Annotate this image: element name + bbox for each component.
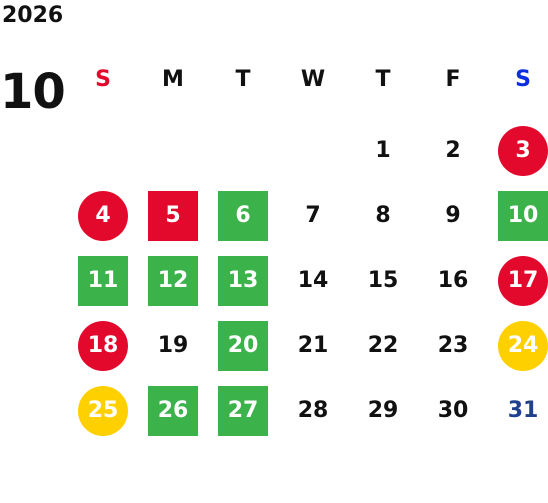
day-number: 30	[437, 398, 469, 423]
calendar-day: 28	[278, 378, 348, 443]
day-number: 18	[78, 320, 128, 371]
day-number: 23	[437, 333, 469, 358]
day-number: 29	[367, 398, 399, 423]
day-number: 17	[498, 255, 548, 306]
day-number: 5	[148, 190, 198, 241]
weekday-header: W	[300, 67, 326, 92]
day-number: 16	[437, 268, 469, 293]
calendar-day: 2	[418, 118, 488, 183]
calendar-day: 20	[208, 313, 278, 378]
day-number: 3	[498, 125, 548, 176]
day-number: 26	[148, 385, 198, 436]
day-number: 19	[157, 333, 189, 358]
calendar-day: 8	[348, 183, 418, 248]
day-number: 12	[148, 255, 198, 306]
calendar-day: 22	[348, 313, 418, 378]
day-number: 25	[78, 385, 128, 436]
day-number: 27	[218, 385, 268, 436]
calendar-day: 12	[138, 248, 208, 313]
calendar-day: 25	[68, 378, 138, 443]
calendar-day: 16	[418, 248, 488, 313]
day-number: 4	[78, 190, 128, 241]
calendar-day: 1	[348, 118, 418, 183]
calendar-day: 13	[208, 248, 278, 313]
year-label: 2026	[2, 3, 64, 28]
calendar-day: 10	[488, 183, 548, 248]
day-number: 21	[297, 333, 329, 358]
calendar-day: 23	[418, 313, 488, 378]
calendar-day: 18	[68, 313, 138, 378]
weekday-header: S	[95, 67, 111, 92]
day-number: 22	[367, 333, 399, 358]
day-number: 28	[297, 398, 329, 423]
calendar-day: 4	[68, 183, 138, 248]
day-number: 31	[507, 398, 539, 423]
calendar-day: 21	[278, 313, 348, 378]
day-number: 2	[445, 138, 461, 163]
calendar-day: 27	[208, 378, 278, 443]
day-number: 9	[445, 203, 461, 228]
month-label: 10	[0, 64, 66, 120]
calendar-day: 14	[278, 248, 348, 313]
weekday-header: S	[515, 67, 531, 92]
calendar-day: 9	[418, 183, 488, 248]
weekday-header: T	[375, 67, 391, 92]
calendar-day: 11	[68, 248, 138, 313]
calendar-day: 29	[348, 378, 418, 443]
day-number: 10	[498, 190, 548, 241]
calendar-day: 26	[138, 378, 208, 443]
day-number: 13	[218, 255, 268, 306]
day-number: 24	[498, 320, 548, 371]
weekday-header: T	[235, 67, 251, 92]
day-number: 20	[218, 320, 268, 371]
calendar-day: 7	[278, 183, 348, 248]
day-number: 14	[297, 268, 329, 293]
calendar-day: 31	[488, 378, 548, 443]
weekday-header: M	[162, 67, 184, 92]
day-number: 6	[218, 190, 268, 241]
day-number: 7	[305, 203, 321, 228]
calendar-day: 5	[138, 183, 208, 248]
calendar-day: 17	[488, 248, 548, 313]
calendar-day: 3	[488, 118, 548, 183]
day-number: 11	[78, 255, 128, 306]
calendar-day: 15	[348, 248, 418, 313]
calendar-day: 19	[138, 313, 208, 378]
day-number: 1	[375, 138, 391, 163]
calendar-day: 30	[418, 378, 488, 443]
day-number: 8	[375, 203, 391, 228]
day-number: 15	[367, 268, 399, 293]
calendar-day: 6	[208, 183, 278, 248]
calendar-day: 24	[488, 313, 548, 378]
weekday-header: F	[445, 67, 461, 92]
